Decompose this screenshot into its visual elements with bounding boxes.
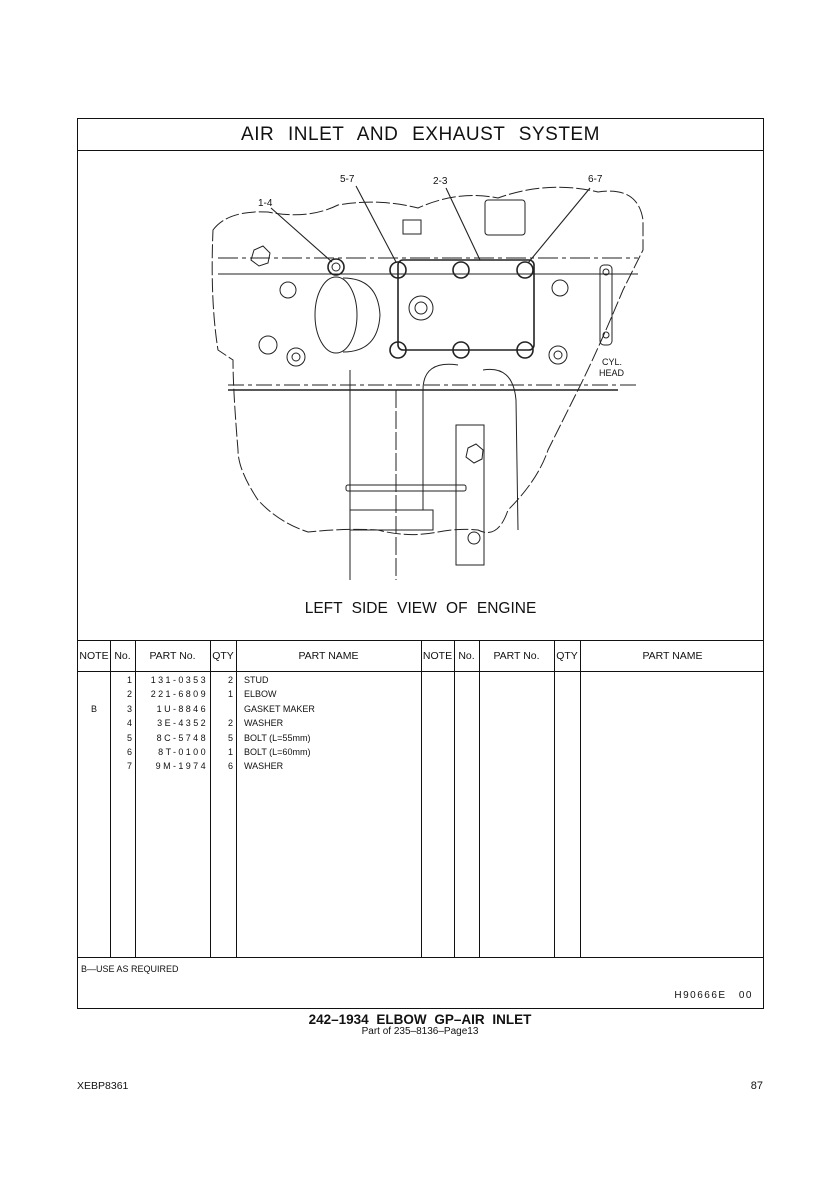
row-part-no: 9M-1974: [155, 761, 208, 772]
row-qty: 2: [227, 675, 233, 685]
row-part-name: GASKET MAKER: [244, 703, 315, 714]
row-part-no: 8C-5748: [156, 732, 208, 743]
header-qty: QTY: [212, 650, 234, 662]
group-title: 242–1934 ELBOW GP–AIR INLET: [308, 1012, 532, 1027]
header-part-no-2: PART No.: [493, 650, 540, 662]
row-part-no: 221-6809: [150, 689, 208, 700]
row-qty: 6: [227, 761, 233, 772]
column-divider: [236, 641, 237, 957]
row-part-name: STUD: [244, 675, 269, 685]
callout-1-4: 1-4: [258, 198, 273, 209]
callout-6-7: 6-7: [588, 174, 603, 185]
header-note: NOTE: [79, 650, 109, 662]
view-caption: LEFT SIDE VIEW OF ENGINE: [304, 600, 537, 617]
row-qty: 1: [227, 747, 233, 757]
header-part-name: PART NAME: [298, 650, 359, 662]
column-divider: [421, 641, 422, 957]
cyl-head-label: CYL.: [602, 357, 622, 367]
row-no: 3: [126, 703, 132, 714]
engine-drawing: 1-4 5-7 2-3 6-7 CYL. HEAD: [211, 174, 644, 580]
row-part-name: WASHER: [244, 761, 284, 772]
row-part-no: 131-0353: [150, 675, 208, 685]
row-no: 6: [126, 747, 132, 757]
header-divider: [78, 671, 763, 672]
row-no: 5: [126, 732, 132, 743]
header-part-name-2: PART NAME: [642, 650, 703, 662]
document-id: XEBP8361: [77, 1080, 129, 1092]
column-divider: [479, 641, 480, 957]
callout-5-7: 5-7: [340, 174, 355, 185]
cyl-head-label-2: HEAD: [599, 368, 625, 378]
row-part-name: BOLT (L=55mm): [244, 732, 311, 743]
row-part-name: BOLT (L=60mm): [244, 747, 311, 757]
header-note-2: NOTE: [422, 650, 453, 662]
row-part-no: 8T-0100: [158, 747, 208, 757]
row-no: 7: [126, 761, 132, 772]
header-no: No.: [114, 650, 131, 662]
row-part-name: WASHER: [244, 718, 284, 729]
row-note: B: [90, 703, 97, 714]
column-divider: [554, 641, 555, 957]
remarks-note: B—USE AS REQUIRED: [81, 964, 179, 974]
row-part-no: 3E-4352: [157, 718, 208, 729]
column-divider: [135, 641, 136, 957]
illustration-reference: H90666E 00: [674, 990, 753, 1001]
row-no: 4: [126, 718, 132, 729]
column-divider: [210, 641, 211, 957]
header-qty-2: QTY: [556, 650, 578, 662]
row-qty: 2: [227, 718, 233, 729]
column-divider: [110, 641, 111, 957]
row-qty: 1: [227, 689, 233, 700]
column-divider: [454, 641, 455, 957]
row-no: 1: [126, 675, 132, 685]
callout-2-3: 2-3: [433, 176, 448, 187]
group-subtitle: Part of 235–8136–Page13: [361, 1026, 479, 1037]
header-part-no: PART No.: [149, 650, 196, 662]
row-qty: 5: [227, 732, 233, 743]
parts-table: NOTE No. PART No. QTY PART NAME NOTE No.…: [78, 640, 763, 958]
column-divider: [580, 641, 581, 957]
engine-illustration: 1-4 5-7 2-3 6-7 CYL. HEAD LEFT SIDE VIEW…: [78, 150, 763, 640]
parts-page-frame: AIR INLET AND EXHAUST SYSTEM: [77, 118, 764, 1009]
row-part-name: ELBOW: [244, 689, 277, 700]
section-title: AIR INLET AND EXHAUST SYSTEM: [78, 119, 763, 151]
header-no-2: No.: [458, 650, 475, 662]
row-part-no: 1U-8846: [156, 703, 208, 714]
row-no: 2: [126, 689, 132, 700]
page-number: 87: [750, 1080, 763, 1092]
